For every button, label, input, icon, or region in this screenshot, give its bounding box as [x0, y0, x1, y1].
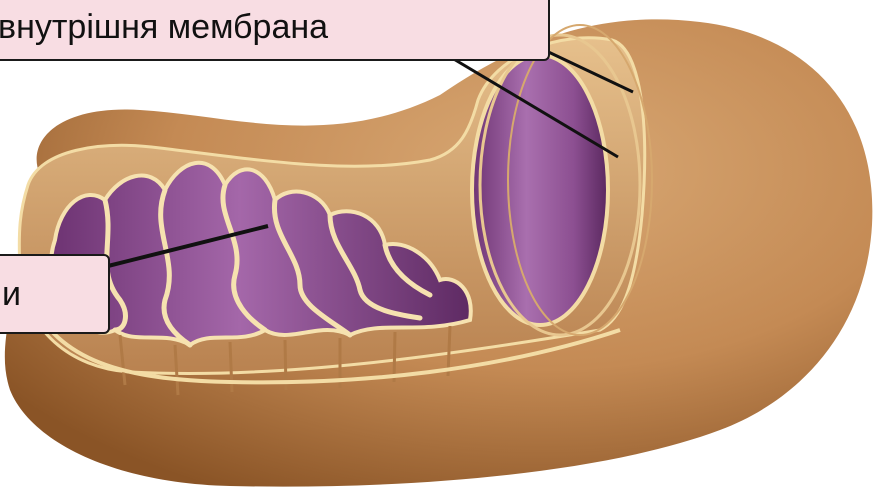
label-cristae: и — [0, 254, 110, 334]
label-cristae-text: и — [2, 277, 21, 311]
label-inner-membrane: внутрішня мембрана — [0, 0, 550, 61]
label-inner-membrane-text: внутрішня мембрана — [0, 10, 328, 44]
matrix-oval — [472, 55, 608, 325]
